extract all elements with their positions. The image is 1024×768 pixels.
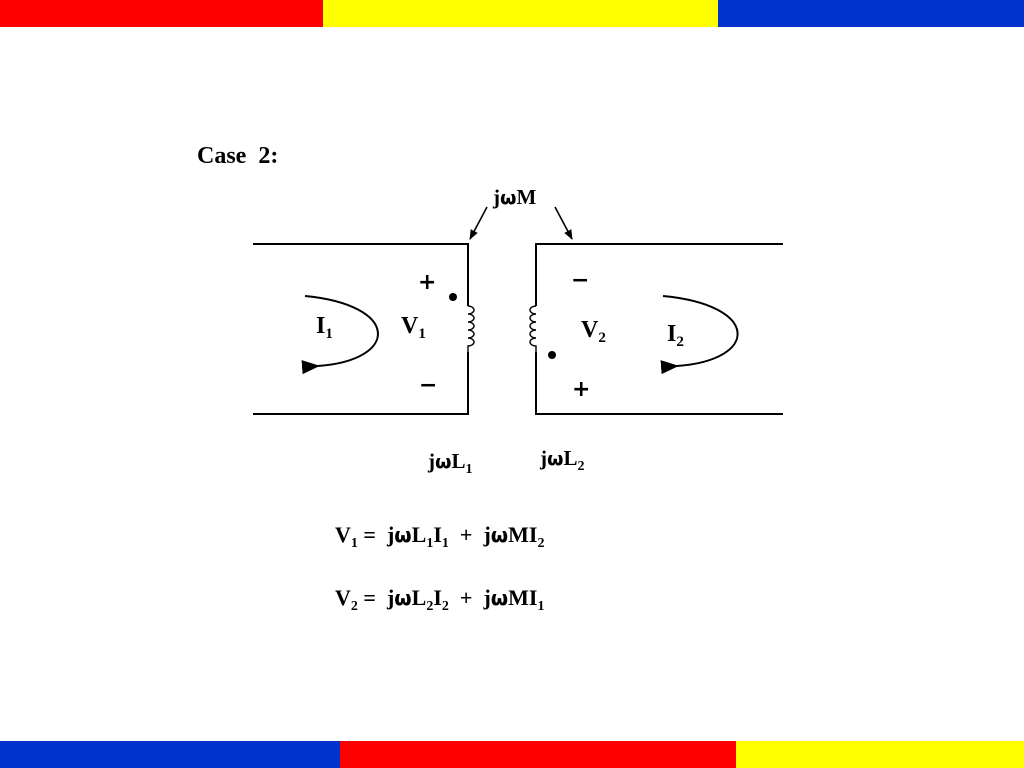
eq1-t2-sub: 2 bbox=[538, 536, 545, 551]
top-bar-blue-segment bbox=[718, 0, 1024, 27]
right-polarity-dot bbox=[548, 351, 556, 359]
eq1-t1-l-sub: 1 bbox=[426, 536, 433, 551]
bottom-bar-red-segment bbox=[340, 741, 736, 768]
left-minus-sign: − bbox=[419, 373, 437, 398]
eq2-equals: = bbox=[358, 585, 387, 610]
mutual-j: j bbox=[492, 185, 500, 209]
left-voltage-symbol: V bbox=[401, 313, 419, 339]
left-current-label: I1 bbox=[316, 313, 333, 342]
left-current-subscript: 1 bbox=[325, 326, 333, 342]
equation-v2: V2 = jωL2I2 + jωMI1 bbox=[335, 585, 545, 614]
top-bar-yellow-segment bbox=[323, 0, 718, 27]
eq2-lhs-sub: 2 bbox=[351, 599, 358, 614]
eq1-lhs-sub: 1 bbox=[351, 536, 358, 551]
eq2-t1-i-sub: 2 bbox=[442, 599, 449, 614]
omega-symbol: ω bbox=[491, 586, 508, 610]
bottom-color-bar bbox=[0, 741, 1024, 768]
left-plus-sign: + bbox=[418, 270, 436, 295]
omega-symbol: ω bbox=[547, 448, 564, 470]
eq1-t1-i: I bbox=[433, 522, 442, 547]
eq1-t2-mi: MI bbox=[508, 522, 537, 547]
omega-symbol: ω bbox=[491, 523, 508, 547]
eq1-t1-l: L bbox=[412, 522, 427, 547]
left-polarity-dot bbox=[449, 293, 457, 301]
top-bar-red-segment bbox=[0, 0, 323, 27]
mutual-m: M bbox=[517, 185, 537, 209]
omega-symbol: ω bbox=[394, 586, 411, 610]
eq2-t1-l: L bbox=[412, 585, 427, 610]
left-circuit bbox=[253, 243, 475, 415]
omega-symbol: ω bbox=[435, 451, 452, 473]
eq1-plus: + bbox=[449, 522, 484, 547]
eq2-t2-sub: 1 bbox=[538, 599, 545, 614]
right-inductor-j: j bbox=[539, 446, 547, 470]
right-current-subscript: 2 bbox=[676, 334, 684, 350]
eq1-t1-j: j bbox=[386, 522, 394, 547]
bottom-bar-blue-segment bbox=[0, 741, 340, 768]
eq2-t1-j: j bbox=[386, 585, 394, 610]
right-inductor-l: L bbox=[564, 446, 578, 470]
left-inductor-j: j bbox=[427, 449, 435, 473]
mutual-inductance-label: jωM bbox=[492, 185, 537, 209]
eq2-plus: + bbox=[449, 585, 484, 610]
eq2-t1-i: I bbox=[433, 585, 442, 610]
left-wire bbox=[253, 243, 469, 415]
omega-symbol: ω bbox=[500, 187, 517, 209]
right-voltage-label: V2 bbox=[581, 317, 606, 346]
case-title: Case 2: bbox=[197, 143, 278, 169]
eq2-lhs: V bbox=[335, 585, 351, 610]
left-current-symbol: I bbox=[316, 313, 325, 339]
left-inductor-label: jωL1 bbox=[427, 449, 473, 477]
mutual-pointer-right bbox=[554, 206, 573, 240]
eq2-t1-l-sub: 2 bbox=[426, 599, 433, 614]
left-current-arrow bbox=[301, 295, 379, 375]
eq1-t2-j: j bbox=[482, 522, 490, 547]
mutual-pointer-left bbox=[469, 206, 488, 240]
equation-v1: V1 = jωL1I1 + jωMI2 bbox=[335, 522, 545, 551]
left-inductor-subscript: 1 bbox=[466, 462, 473, 477]
right-minus-sign: − bbox=[571, 268, 589, 293]
right-plus-sign: + bbox=[572, 377, 590, 402]
eq1-t1-i-sub: 1 bbox=[442, 536, 449, 551]
omega-symbol: ω bbox=[394, 523, 411, 547]
right-coil bbox=[529, 305, 537, 352]
right-circuit bbox=[529, 243, 783, 415]
eq1-lhs: V bbox=[335, 522, 351, 547]
right-wire bbox=[535, 243, 783, 415]
eq2-t2-mi: MI bbox=[508, 585, 537, 610]
left-inductor-l: L bbox=[452, 449, 466, 473]
right-voltage-subscript: 2 bbox=[598, 330, 606, 346]
bottom-bar-yellow-segment bbox=[736, 741, 1024, 768]
top-color-bar bbox=[0, 0, 1024, 27]
right-inductor-label: jωL2 bbox=[539, 446, 585, 474]
right-inductor-subscript: 2 bbox=[578, 459, 585, 474]
right-current-arrow bbox=[660, 295, 739, 375]
eq2-t2-j: j bbox=[482, 585, 490, 610]
right-voltage-symbol: V bbox=[581, 317, 599, 343]
right-current-label: I2 bbox=[667, 321, 684, 350]
left-voltage-subscript: 1 bbox=[418, 326, 426, 342]
eq1-equals: = bbox=[358, 522, 387, 547]
right-current-symbol: I bbox=[667, 321, 676, 347]
left-coil bbox=[467, 305, 475, 352]
left-voltage-label: V1 bbox=[401, 313, 426, 342]
